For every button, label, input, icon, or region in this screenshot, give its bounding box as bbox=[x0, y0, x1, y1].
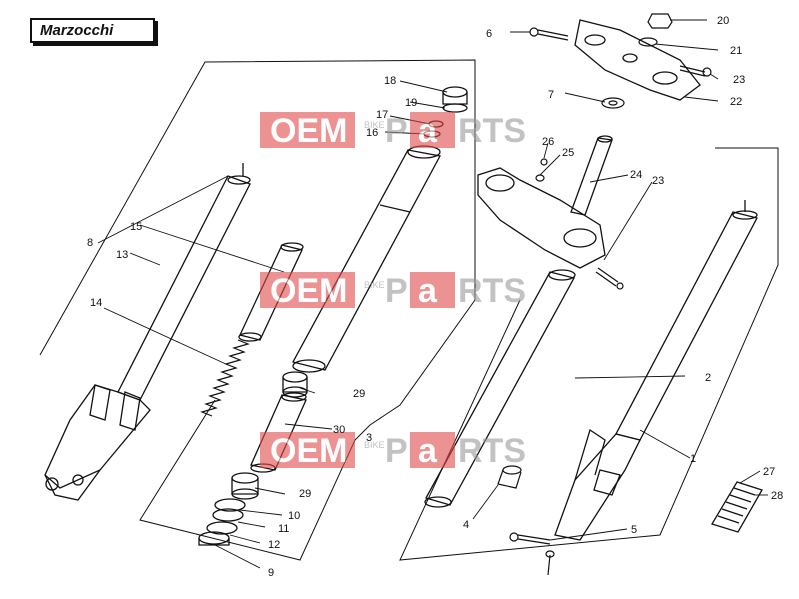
callout-label: 17 bbox=[376, 109, 388, 121]
watermark-bottom: OEM BIKE P a RTS bbox=[260, 432, 526, 470]
stanchion-tube-left bbox=[292, 145, 441, 373]
callout-label: 24 bbox=[630, 169, 642, 181]
brand-label: Marzocchi bbox=[40, 22, 114, 39]
watermark-middle: OEM BIKE P a RTS bbox=[260, 272, 526, 310]
bolt-6 bbox=[529, 27, 569, 41]
callout-label: 26 bbox=[542, 136, 554, 148]
steering-stem-24 bbox=[477, 135, 613, 269]
watermark-top: OEM BIKE P a RTS bbox=[260, 112, 526, 150]
callout-label: 12 bbox=[268, 539, 280, 551]
svg-text:RTS: RTS bbox=[458, 432, 526, 470]
seal-stack bbox=[198, 498, 246, 546]
callout-label: 2 bbox=[705, 372, 711, 384]
damper-tube-15 bbox=[238, 242, 304, 342]
stanchion-tube-right bbox=[424, 269, 576, 508]
svg-text:a: a bbox=[418, 432, 438, 470]
nipple-25 bbox=[535, 174, 545, 182]
callout-label: 22 bbox=[730, 96, 742, 108]
callout-label: 16 bbox=[366, 127, 378, 139]
svg-text:a: a bbox=[418, 272, 438, 310]
right-slider bbox=[554, 200, 758, 541]
callout-label: 6 bbox=[486, 28, 492, 40]
right-group-frame bbox=[399, 147, 779, 561]
reflector-27-28 bbox=[711, 481, 763, 533]
callout-label: 23 bbox=[652, 175, 664, 187]
bushing-29-bottom bbox=[231, 472, 259, 500]
svg-text:RTS: RTS bbox=[458, 272, 526, 310]
bushing-29-top bbox=[282, 371, 308, 398]
callout-label: 20 bbox=[717, 15, 729, 27]
callout-label: 14 bbox=[90, 297, 102, 309]
callout-labels: 1 2 3 4 5 6 7 8 9 10 11 12 13 14 15 16 1… bbox=[87, 15, 783, 579]
top-yoke-22 bbox=[574, 19, 701, 101]
bolt-23-lower bbox=[595, 267, 624, 290]
svg-text:a: a bbox=[418, 112, 438, 150]
svg-text:P: P bbox=[385, 272, 408, 310]
callout-label: 21 bbox=[730, 45, 742, 57]
callout-label: 30 bbox=[333, 424, 345, 436]
svg-text:P: P bbox=[385, 432, 408, 470]
washer-7 bbox=[601, 97, 625, 109]
callout-label: 11 bbox=[278, 523, 289, 535]
leader-lines bbox=[97, 19, 768, 569]
nut-20 bbox=[647, 13, 673, 29]
svg-text:P: P bbox=[385, 112, 408, 150]
left-group-frame bbox=[39, 59, 476, 561]
cap-26 bbox=[540, 158, 548, 166]
bushing-4 bbox=[497, 465, 522, 489]
svg-text:OEM: OEM bbox=[270, 112, 347, 150]
callout-label: 1 bbox=[690, 453, 696, 465]
svg-text:BIKE: BIKE bbox=[364, 120, 385, 130]
callout-label: 10 bbox=[288, 510, 300, 522]
left-slider bbox=[44, 163, 251, 501]
callout-label: 8 bbox=[87, 237, 93, 249]
callout-label: 15 bbox=[130, 221, 142, 233]
callout-label: 5 bbox=[631, 524, 637, 536]
callout-label: 9 bbox=[268, 567, 274, 579]
spring-14 bbox=[200, 339, 250, 417]
callout-label: 27 bbox=[763, 466, 775, 478]
callout-label: 13 bbox=[116, 249, 128, 261]
callout-label: 3 bbox=[366, 432, 372, 444]
svg-text:BIKE: BIKE bbox=[364, 440, 385, 450]
bolt-23-top bbox=[679, 65, 712, 77]
svg-text:OEM: OEM bbox=[270, 272, 347, 310]
callout-label: 18 bbox=[384, 75, 396, 87]
callout-label: 23 bbox=[733, 74, 745, 86]
callout-label: 29 bbox=[353, 388, 365, 400]
callout-label: 29 bbox=[299, 488, 311, 500]
callout-label: 19 bbox=[405, 97, 417, 109]
brand-label-box: Marzocchi bbox=[30, 18, 155, 43]
svg-text:OEM: OEM bbox=[270, 432, 347, 470]
svg-text:RTS: RTS bbox=[458, 112, 526, 150]
svg-text:BIKE: BIKE bbox=[364, 280, 385, 290]
bolt-5 bbox=[509, 532, 555, 576]
callout-label: 7 bbox=[548, 89, 554, 101]
callout-label: 28 bbox=[771, 490, 783, 502]
callout-label: 25 bbox=[562, 147, 574, 159]
washer-21 bbox=[638, 37, 658, 47]
callout-label: 4 bbox=[463, 519, 469, 531]
